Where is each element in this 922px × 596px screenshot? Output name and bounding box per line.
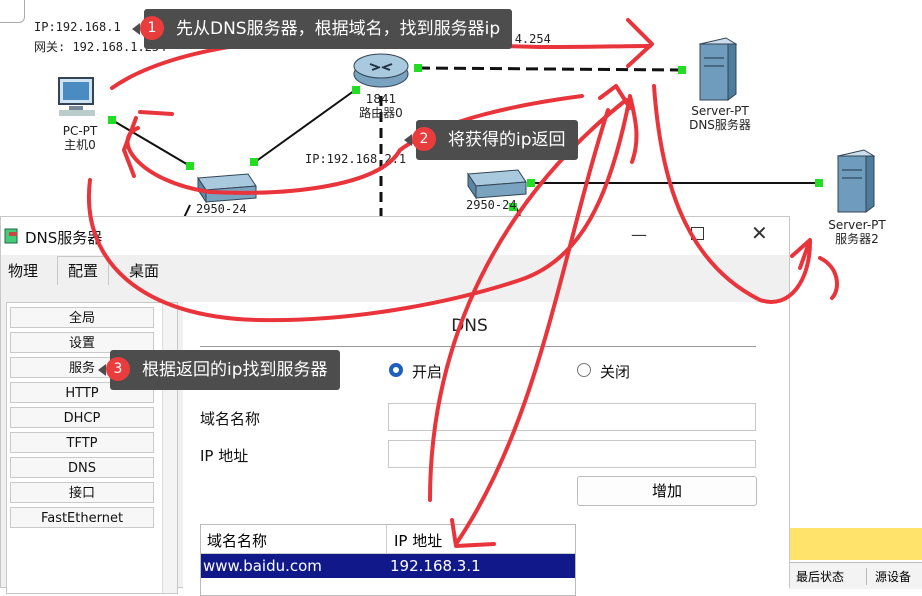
sidebar-item-interface[interactable]: 接口 [10, 482, 154, 503]
minimize-icon[interactable]: — [631, 225, 647, 244]
callout-3-number: 3 [106, 357, 130, 381]
table-row[interactable]: www.baidu.com 192.168.3.1 [201, 554, 575, 578]
callout-2: 2 将获得的ip返回 [404, 120, 578, 160]
domain-name-label: 域名名称 [200, 410, 261, 428]
callout-2-number: 2 [412, 127, 436, 151]
server2-icon[interactable] [834, 148, 878, 214]
canvas-corner [0, 0, 25, 23]
switch1-label: 2950-24 [196, 202, 247, 216]
switch2-icon[interactable] [462, 164, 528, 200]
service-off-radio[interactable] [577, 363, 591, 377]
last-status-header: 最后状态 [796, 570, 845, 584]
sidebar-item-dns[interactable]: DNS [10, 457, 154, 478]
callout-1-text: 先从DNS服务器，根据域名，找到服务器ip [176, 19, 501, 39]
table-header-domain: 域名名称 [207, 532, 268, 550]
tab-physical[interactable]: 物理 [7, 262, 38, 280]
pc-icon[interactable] [55, 76, 99, 120]
sidebar-item-settings[interactable]: 设置 [10, 332, 154, 353]
table-header-sep [386, 525, 387, 553]
callout-1-pointer [132, 23, 140, 35]
sidebar-item-tftp[interactable]: TFTP [10, 432, 154, 453]
router-ip-down-text: IP:192.168.2.1 [305, 152, 407, 166]
sidebar-item-fastethernet[interactable]: FastEthernet [10, 507, 154, 528]
service-on-label: 开启 [412, 363, 443, 381]
callout-2-pointer [404, 134, 412, 146]
service-on-radio[interactable] [389, 363, 403, 377]
pc-gateway-text: 网关: 192.168.1.254 [34, 40, 167, 54]
router-icon[interactable] [352, 50, 410, 90]
callout-3: 3 根据返回的ip找到服务器 [98, 350, 340, 390]
tab-desktop[interactable]: 桌面 [128, 262, 159, 280]
callout-3-pointer [98, 364, 106, 376]
row-ip: 192.168.3.1 [390, 557, 481, 575]
domain-name-input[interactable] [388, 403, 756, 431]
sidebar-item-global[interactable]: 全局 [10, 307, 154, 328]
tab-config[interactable]: 配置 [57, 256, 109, 285]
source-device-header: 源设备 [866, 568, 911, 585]
ip-address-label: IP 地址 [200, 447, 249, 465]
dns-server-icon[interactable] [696, 36, 740, 102]
pc-ip-text: IP:192.168.1 [34, 20, 121, 34]
add-button[interactable]: 增加 [577, 476, 757, 506]
dns-records-table: 域名名称 IP 地址 www.baidu.com 192.168.3.1 [200, 524, 576, 596]
window-title: DNS服务器 [25, 229, 103, 247]
callout-1-number: 1 [140, 16, 164, 40]
close-icon[interactable]: ✕ [751, 221, 768, 245]
row-domain: www.baidu.com [203, 557, 322, 575]
topology-links [108, 64, 823, 223]
table-header: 域名名称 IP 地址 [201, 525, 575, 554]
app-icon [4, 228, 18, 244]
callout-1: 1 先从DNS服务器，根据域名，找到服务器ip [132, 9, 513, 49]
callout-2-text: 将获得的ip返回 [448, 130, 566, 150]
background-pdu-header: 最后状态 源设备 [788, 562, 922, 589]
switch2-label: 2950-24 [466, 198, 517, 212]
ip-address-input[interactable] [388, 440, 756, 468]
window-titlebar: DNS服务器 — ✕ [1, 217, 789, 255]
sidebar-item-dhcp[interactable]: DHCP [10, 407, 154, 428]
callout-3-text: 根据返回的ip找到服务器 [142, 360, 328, 380]
background-pdu-bar [788, 528, 922, 560]
panel-divider [200, 346, 756, 347]
service-off-label: 关闭 [600, 363, 631, 381]
table-header-ip: IP 地址 [394, 532, 443, 550]
